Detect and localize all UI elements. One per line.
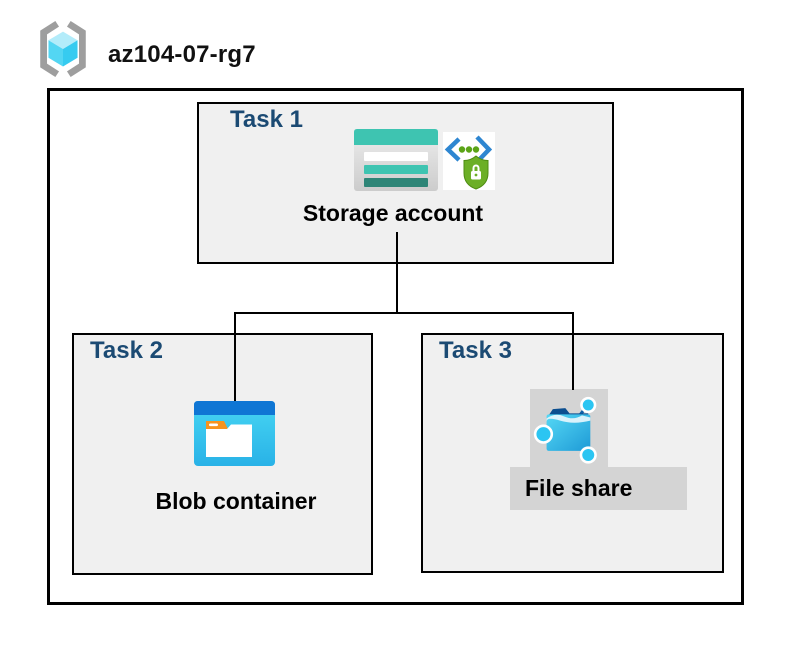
blob-container-icon [194, 401, 275, 466]
blob-container-label: Blob container [155, 488, 317, 514]
file-share-label: File share [525, 475, 633, 501]
task1-label: Task 1 [230, 106, 303, 133]
resource-group-icon [40, 20, 86, 78]
storage-account-label: Storage account [302, 200, 484, 226]
task2-label: Task 2 [90, 337, 163, 364]
resource-group-name: az104-07-rg7 [108, 41, 256, 68]
file-share-label-highlight: File share [510, 467, 687, 510]
file-share-icon [533, 396, 597, 464]
task3-label: Task 3 [439, 337, 512, 364]
storage-account-icon [354, 129, 438, 191]
sas-security-icon [443, 132, 495, 190]
